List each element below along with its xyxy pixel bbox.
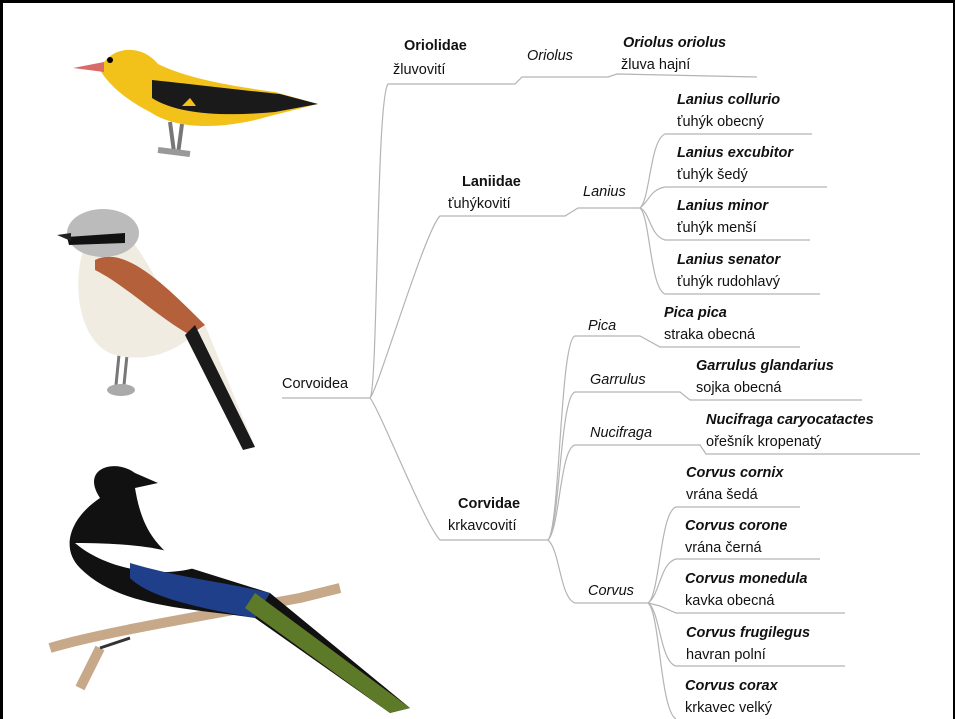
species-latin: Corvus corax [685,678,778,695]
genus-label: Nucifraga [590,425,652,442]
species-czech: kavka obecná [685,593,774,610]
genus-label: Garrulus [590,372,646,389]
red-backed-shrike-illustration [55,205,265,455]
genus-label: Oriolus [527,48,573,65]
magpie-illustration [40,458,420,718]
species-latin: Corvus monedula [685,571,807,588]
species-czech: ťuhýk rudohlavý [677,274,780,291]
genus-label: Lanius [583,184,626,201]
family-latin: Laniidae [462,174,521,191]
species-czech: ťuhýk menší [677,220,757,237]
species-czech: havran polní [686,647,766,664]
species-latin: Corvus corone [685,518,787,535]
species-latin: Lanius minor [677,198,768,215]
family-czech: ťuhýkovití [448,196,511,213]
root-taxon: Corvoidea [282,376,348,393]
species-czech: vrána černá [685,540,762,557]
species-czech: ťuhýk šedý [677,167,748,184]
genus-label: Pica [588,318,616,335]
family-czech: žluvovití [393,62,445,79]
species-czech: krkavec velký [685,700,772,717]
family-czech: krkavcovití [448,518,517,535]
species-latin: Nucifraga caryocatactes [706,412,874,429]
species-latin: Corvus cornix [686,465,784,482]
family-latin: Oriolidae [404,38,467,55]
species-latin: Pica pica [664,305,727,322]
species-latin: Garrulus glandarius [696,358,834,375]
species-latin: Lanius excubitor [677,145,793,162]
species-latin: Oriolus oriolus [623,35,726,52]
species-latin: Lanius senator [677,252,780,269]
species-czech: sojka obecná [696,380,781,397]
species-czech: žluva hajní [621,57,690,74]
golden-oriole-illustration [70,32,330,167]
genus-label: Corvus [588,583,634,600]
family-latin: Corvidae [458,496,520,513]
species-czech: vrána šedá [686,487,758,504]
species-latin: Corvus frugilegus [686,625,810,642]
species-czech: straka obecná [664,327,755,344]
species-czech: ťuhýk obecný [677,114,764,131]
species-latin: Lanius collurio [677,92,780,109]
species-czech: ořešník kropenatý [706,434,821,451]
